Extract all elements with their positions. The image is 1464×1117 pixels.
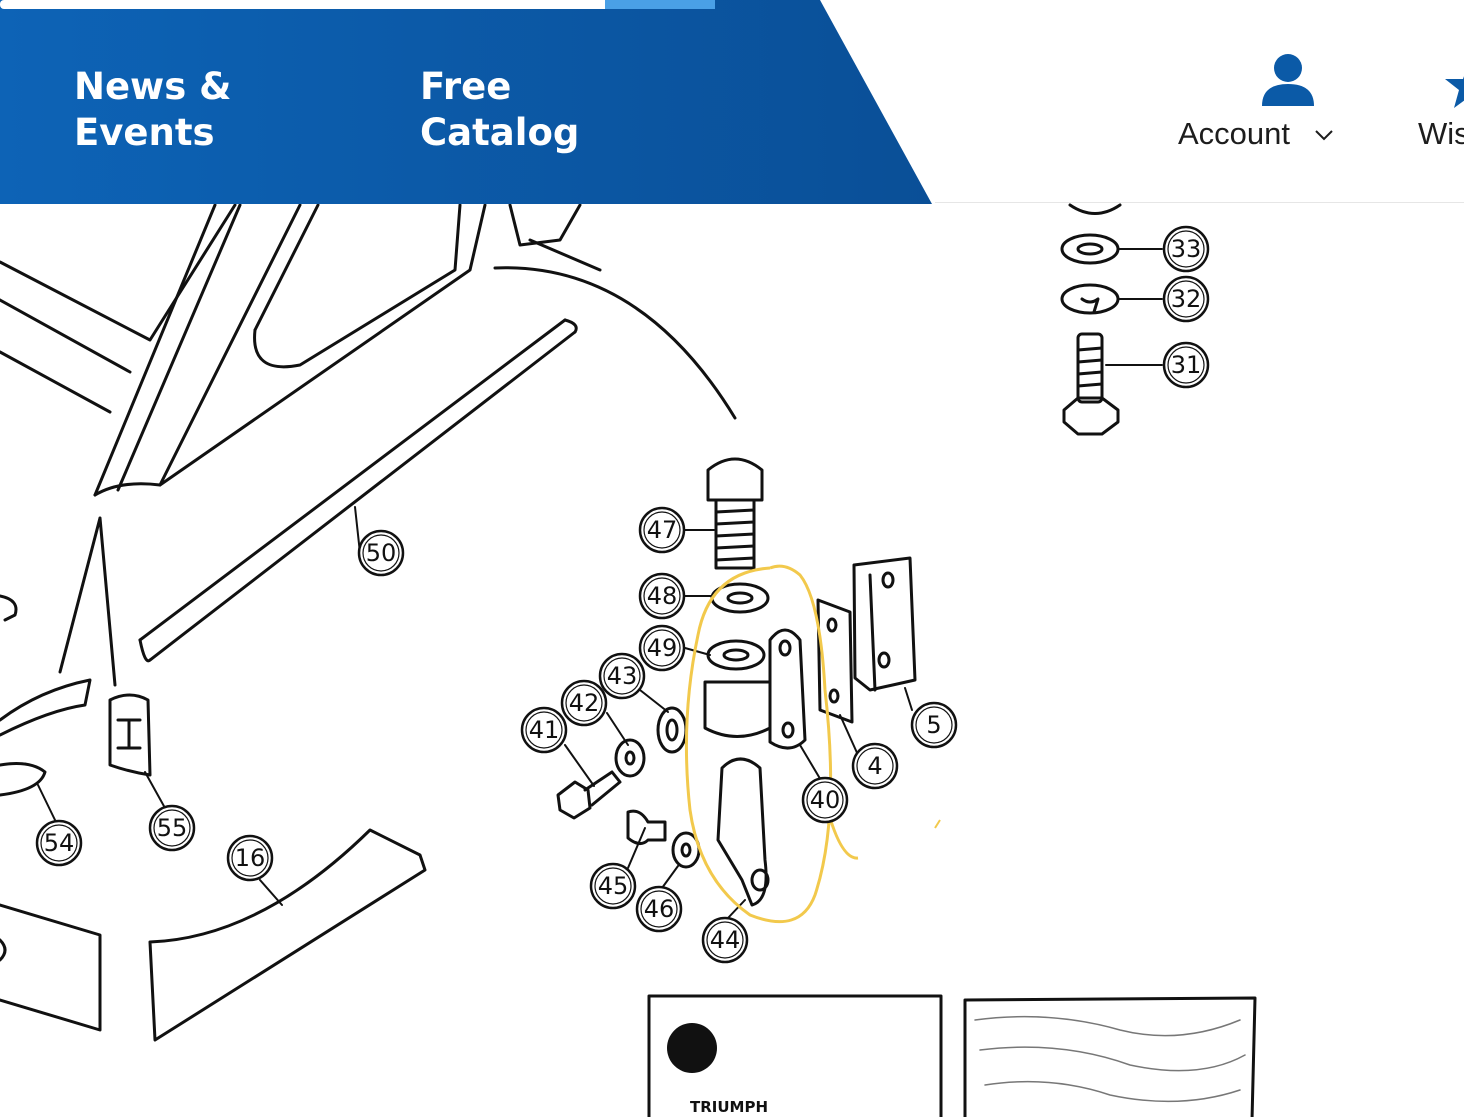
- callout-5: 5: [910, 701, 958, 749]
- triumph-logo-text: TRIUMPH: [690, 1098, 768, 1116]
- callout-number: 40: [810, 786, 841, 814]
- callout-number: 41: [529, 716, 560, 744]
- callout-49: 49: [638, 624, 686, 672]
- bolt-stack-drawing: [1060, 203, 1122, 436]
- user-icon: [1262, 54, 1314, 106]
- callout-number: 5: [926, 711, 941, 739]
- callout-number: 33: [1171, 235, 1202, 263]
- callout-45: 45: [589, 862, 637, 910]
- callout-16: 16: [226, 834, 274, 882]
- callout-50: 50: [357, 529, 405, 577]
- wishlist-link[interactable]: Wis: [1418, 50, 1464, 160]
- chevron-down-icon: [1315, 130, 1333, 141]
- callout-48: 48: [638, 572, 686, 620]
- callout-54: 54: [35, 819, 83, 867]
- nav-news-line1: News &: [74, 65, 232, 108]
- callout-number: 54: [44, 829, 75, 857]
- star-icon: [1445, 76, 1464, 108]
- callout-number: 16: [235, 844, 266, 872]
- callout-number: 44: [710, 926, 741, 954]
- callout-40: 40: [801, 776, 849, 824]
- header-utility: [935, 0, 1464, 203]
- callout-55: 55: [148, 804, 196, 852]
- callout-number: 45: [598, 872, 629, 900]
- callout-number: 48: [647, 582, 678, 610]
- wishlist-label: Wis: [1418, 116, 1464, 151]
- card-dot: [667, 1023, 717, 1073]
- leader-lines: [37, 248, 1163, 919]
- nav-catalog-line1: Free: [420, 65, 512, 108]
- callout-44: 44: [701, 916, 749, 964]
- callout-47: 47: [638, 506, 686, 554]
- callout-4: 4: [851, 742, 899, 790]
- callout-number: 55: [157, 814, 188, 842]
- seat-frame-drawing: [0, 203, 737, 1042]
- label-card-drawing: [647, 994, 943, 1117]
- account-menu[interactable]: Account: [1178, 50, 1348, 160]
- callout-number: 47: [647, 516, 678, 544]
- callout-number: 50: [366, 539, 397, 567]
- callout-33: 33: [1162, 225, 1210, 273]
- callout-number: 46: [644, 895, 675, 923]
- callout-41: 41: [520, 706, 568, 754]
- callout-43: 43: [598, 652, 646, 700]
- nav-free-catalog[interactable]: Free Catalog: [420, 64, 579, 156]
- callout-number: 42: [569, 689, 600, 717]
- callout-number: 43: [607, 662, 638, 690]
- callout-32: 32: [1162, 275, 1210, 323]
- nav-catalog-line2: Catalog: [420, 111, 580, 154]
- callout-46: 46: [635, 885, 683, 933]
- callout-number: 32: [1171, 285, 1202, 313]
- callout-42: 42: [560, 679, 608, 727]
- nav-news-line2: Events: [74, 111, 215, 154]
- callout-31: 31: [1162, 341, 1210, 389]
- account-label: Account: [1178, 116, 1291, 151]
- search-button-edge: [605, 0, 715, 9]
- nav-band: [0, 0, 932, 204]
- callout-number: 31: [1171, 351, 1202, 379]
- nav-news-events[interactable]: News & Events: [74, 64, 231, 156]
- callout-number: 4: [867, 752, 882, 780]
- callout-number: 49: [647, 634, 678, 662]
- search-bar-edge: [0, 0, 715, 9]
- bracket-assembly-drawing: [556, 457, 917, 907]
